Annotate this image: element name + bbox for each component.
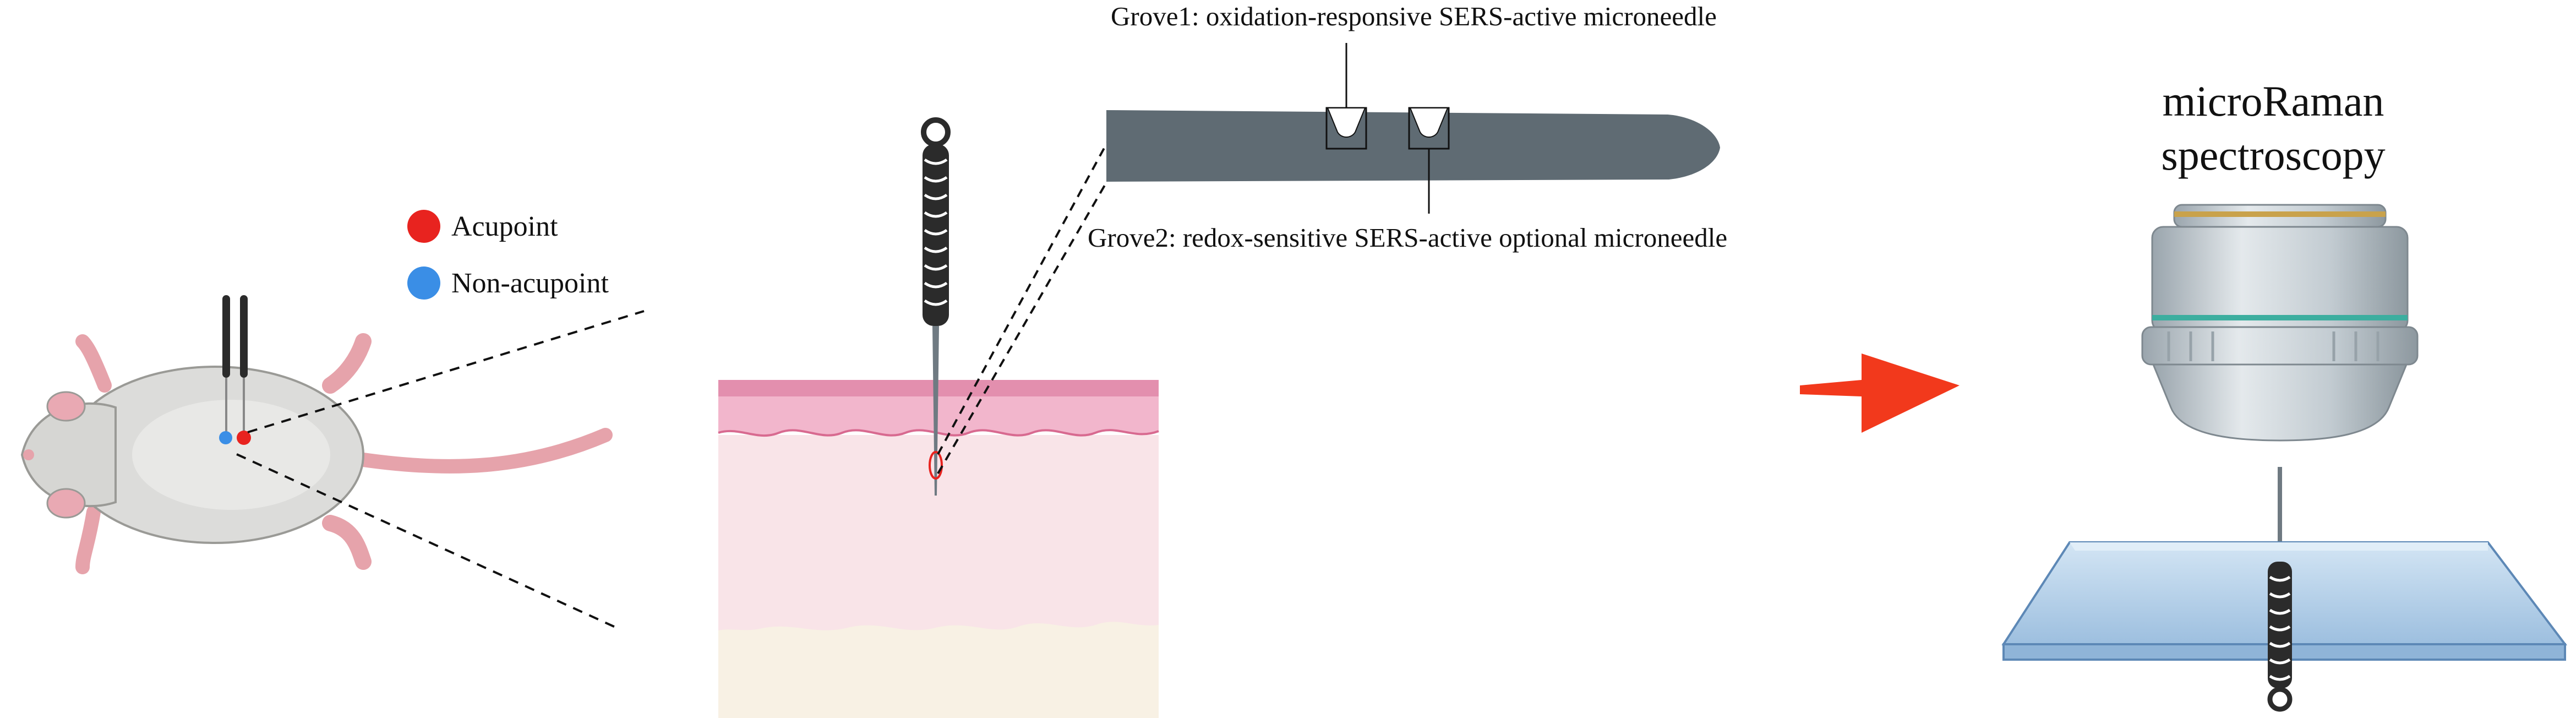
zoom-line-lower: [236, 453, 617, 629]
zoom-line-needle-lower: [937, 180, 1109, 475]
zoom-line-needle-upper: [937, 142, 1109, 455]
skin-dermis-layer: [718, 435, 1159, 630]
mouse-icon: [20, 333, 613, 574]
zoom-line-upper: [247, 310, 645, 433]
grove2-label: Grove2: redox-sensitive SERS-active opti…: [1088, 222, 1727, 253]
needle-groove-highlight: [929, 451, 943, 480]
objective-lens-icon: [2141, 204, 2419, 442]
non-acupoint-dot: [219, 431, 232, 444]
legend-acupoint-marker: [407, 210, 440, 243]
legend-non-acupoint-marker: [407, 266, 440, 300]
acupuncture-needle-icon: [921, 117, 951, 496]
legend: Acupoint Non-acupoint: [407, 210, 609, 300]
mouse-tail: [345, 428, 613, 474]
groove-1: [1325, 107, 1367, 150]
instrument-title-line1: microRaman: [2163, 77, 2384, 125]
grove1-label: Grove1: oxidation-responsive SERS-active…: [1111, 1, 1717, 31]
skin-section-icon: [718, 380, 1159, 718]
acupoint-dot: [237, 431, 251, 445]
instrument-title-line2: spectroscopy: [2161, 131, 2385, 179]
mouse-needles: [222, 295, 248, 435]
groove-2: [1408, 107, 1450, 150]
legend-non-acupoint-label: Non-acupoint: [451, 268, 609, 299]
arrow-right-icon: [1800, 353, 1960, 433]
slide-needle-handle: [2267, 562, 2293, 712]
legend-acupoint-label: Acupoint: [451, 211, 558, 242]
